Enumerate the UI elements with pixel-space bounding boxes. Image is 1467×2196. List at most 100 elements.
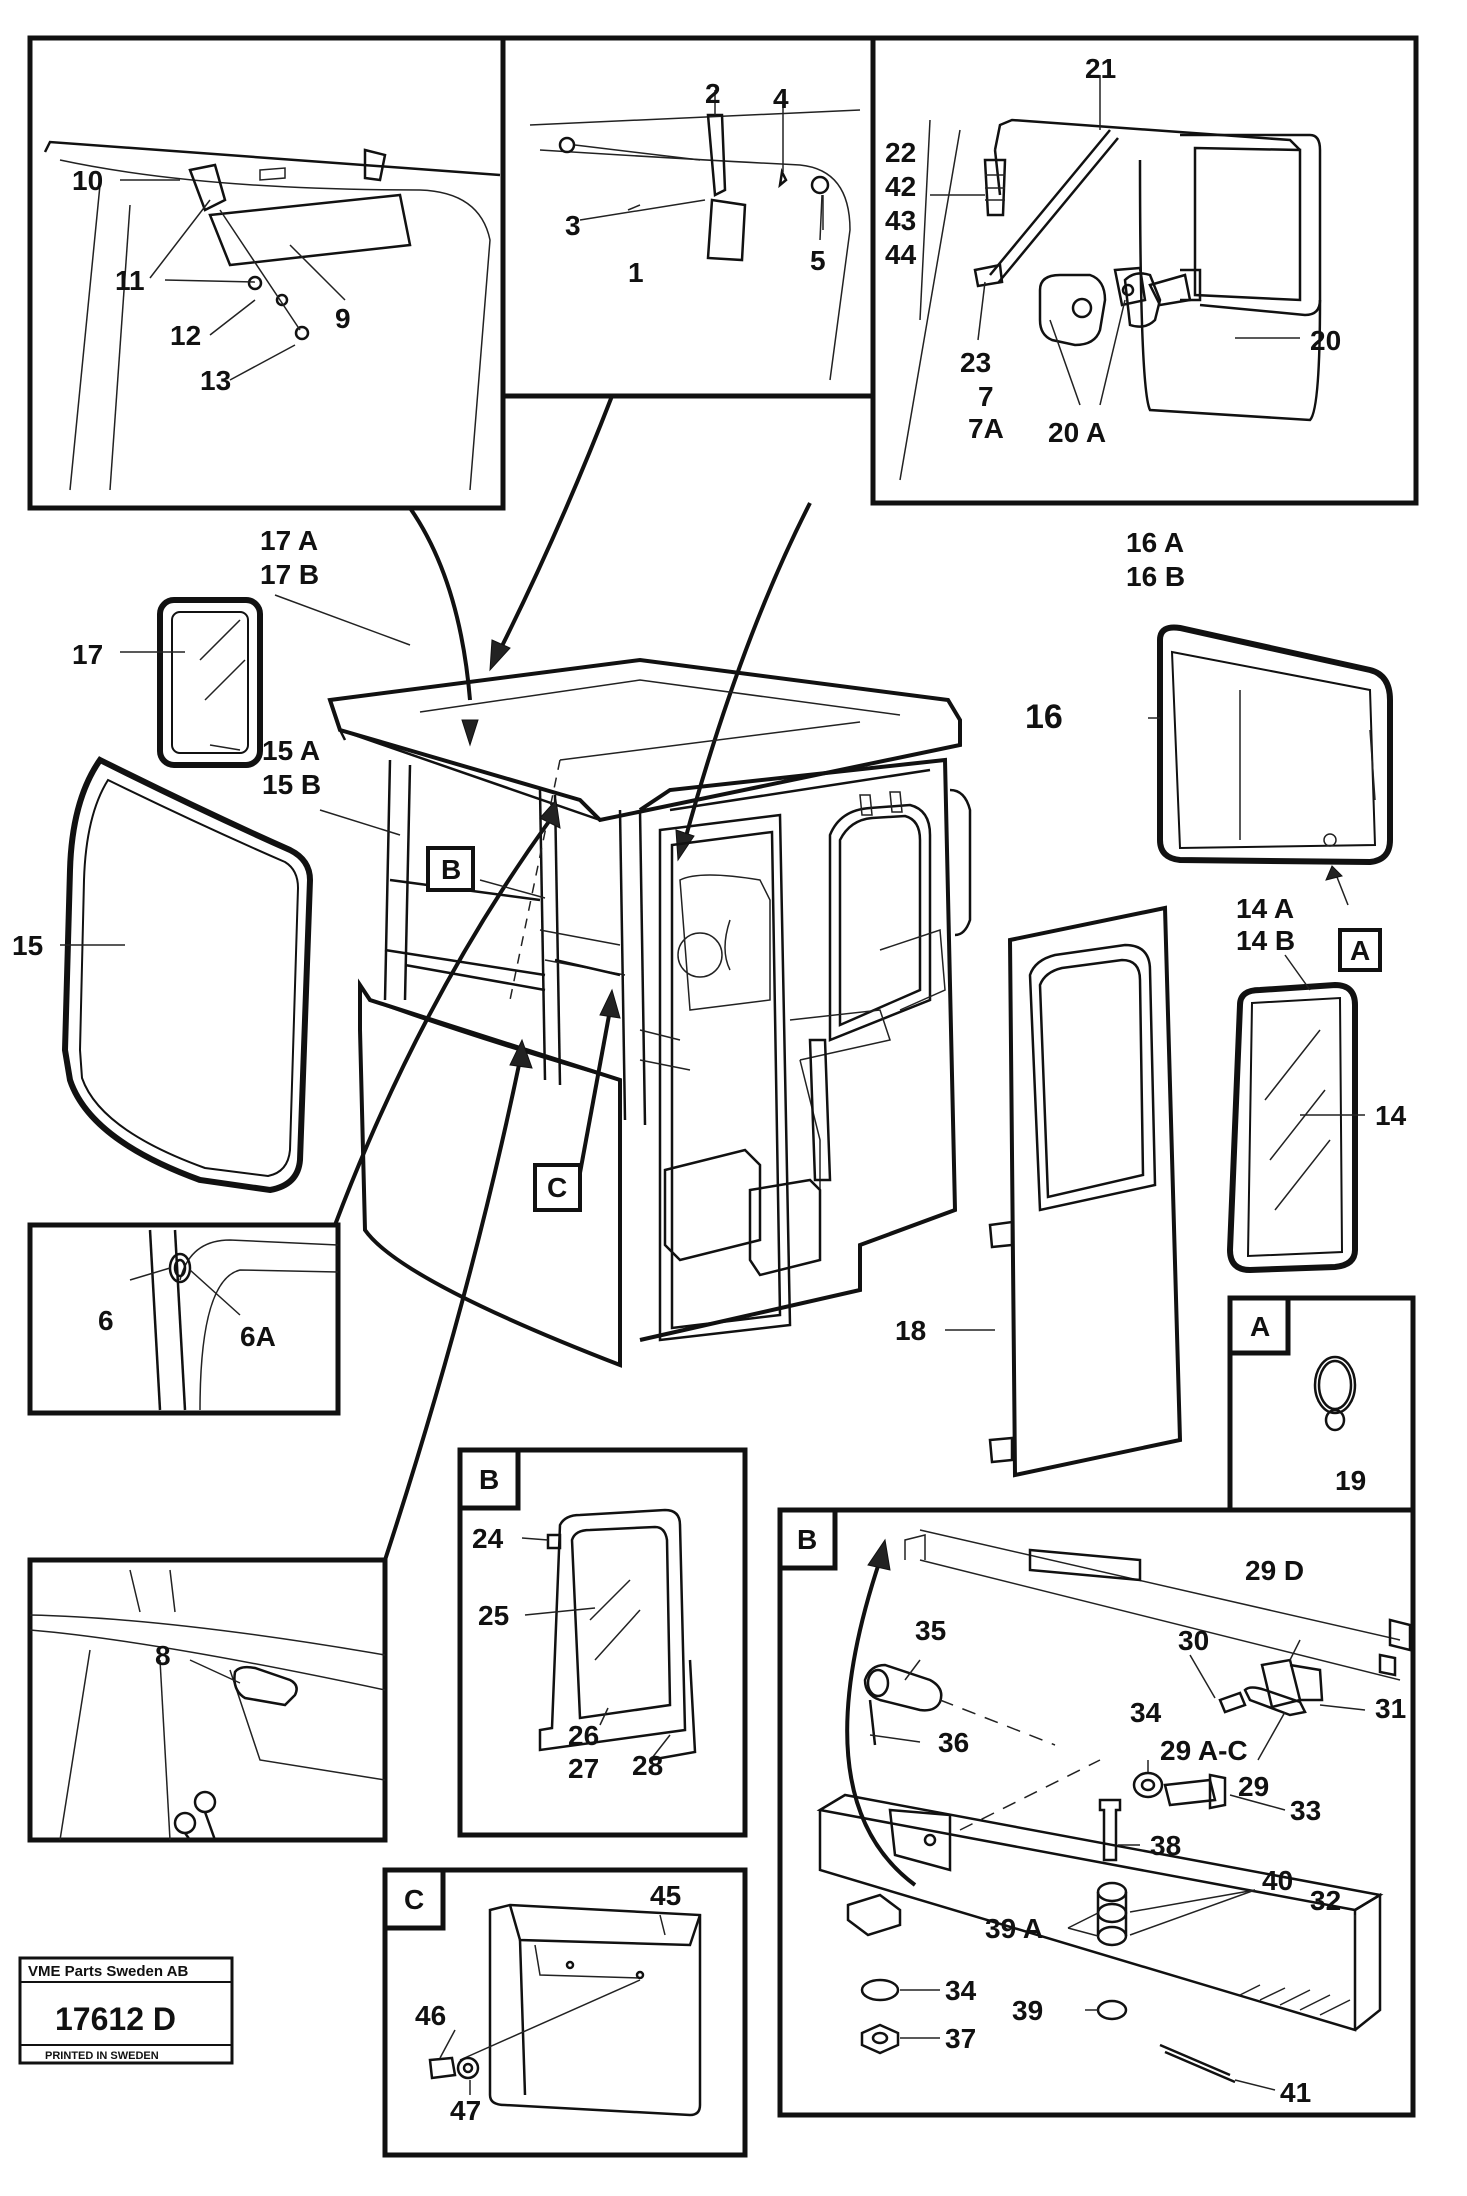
callout-46: 46 <box>415 2000 446 2031</box>
arrow-inner-mirror <box>489 639 511 672</box>
callout-13: 13 <box>200 365 231 396</box>
callout-32: 32 <box>1310 1885 1341 1916</box>
callout-28: 28 <box>632 1750 663 1781</box>
leader-inner-mirror-to-cab <box>498 395 614 651</box>
svg-text:C: C <box>547 1172 567 1203</box>
windscreen-glass-15 <box>61 756 314 1194</box>
callout-26: 26 <box>568 1720 599 1751</box>
detail-c-letter: C <box>404 1884 424 1915</box>
stamp-number: 17612 D <box>55 2001 176 2037</box>
rear-glass-16 <box>1157 624 1393 866</box>
callout-39: 39 <box>1012 1995 1043 2026</box>
section-ref-b: B <box>426 846 475 892</box>
side-glass-17 <box>157 597 263 768</box>
callout-7: 7 <box>978 381 994 412</box>
leader-dashed-roof <box>509 759 561 1001</box>
callout-5: 5 <box>810 245 826 276</box>
callout-1: 1 <box>628 257 644 288</box>
callout-14: 14 <box>1375 1100 1407 1131</box>
drawing-stamp: VME Parts Sweden AB 17612 D PRINTED IN S… <box>18 1956 234 2065</box>
section-ref-a: A <box>1338 928 1382 972</box>
detail-interior-mirror <box>500 35 876 399</box>
detail-b-window <box>457 1447 748 1838</box>
callout-8: 8 <box>155 1640 171 1671</box>
detail-b-bracket <box>777 1507 1416 2118</box>
callout-35: 35 <box>915 1615 946 1646</box>
callout-25: 25 <box>478 1600 509 1631</box>
leader-lines <box>60 75 1366 2095</box>
cab-body <box>327 657 972 1368</box>
callout-37: 37 <box>945 2023 976 2054</box>
detail-b-window-letter: B <box>479 1464 499 1495</box>
callout-18: 18 <box>895 1315 926 1346</box>
callout-20a: 20 A <box>1048 417 1106 448</box>
callout-41: 41 <box>1280 2077 1311 2108</box>
callout-40: 40 <box>1262 1865 1293 1896</box>
callout-42: 42 <box>885 171 916 202</box>
callout-43: 43 <box>885 205 916 236</box>
callout-16a: 16 A <box>1126 527 1184 558</box>
leader-visor-to-cab <box>408 506 472 701</box>
callout-6: 6 <box>98 1305 114 1336</box>
detail-8-panel <box>27 1557 388 1843</box>
callout-47: 47 <box>450 2095 481 2126</box>
door-18 <box>988 905 1183 1478</box>
callout-22: 22 <box>885 137 916 168</box>
svg-text:B: B <box>441 854 461 885</box>
callout-20: 20 <box>1310 325 1341 356</box>
callout-16: 16 <box>1025 698 1063 736</box>
callout-36: 36 <box>938 1727 969 1758</box>
callout-29: 29 <box>1238 1771 1269 1802</box>
callout-17a: 17 A <box>260 525 318 556</box>
callout-3: 3 <box>565 210 581 241</box>
callout-labels: 10 11 12 13 9 2 4 3 1 5 21 22 42 43 44 2… <box>12 53 1407 2126</box>
callout-30: 30 <box>1178 1625 1209 1656</box>
callout-6a: 6A <box>240 1321 276 1352</box>
callout-7a: 7A <box>968 413 1004 444</box>
stamp-printed: PRINTED IN SWEDEN <box>45 2050 159 2062</box>
callout-34: 34 <box>1130 1697 1162 1728</box>
door-glass-14 <box>1226 981 1358 1274</box>
callout-39a: 39 A <box>985 1913 1043 1944</box>
callout-12: 12 <box>170 320 201 351</box>
leader-cab-to-detail-8 <box>383 1059 522 1561</box>
callout-19: 19 <box>1335 1465 1366 1496</box>
callout-24: 24 <box>472 1523 504 1554</box>
arrow-visor <box>461 719 479 747</box>
callout-10: 10 <box>72 165 103 196</box>
callout-15b: 15 B <box>262 769 321 800</box>
callout-2: 2 <box>705 78 721 109</box>
detail-c-box <box>382 1867 748 2158</box>
callout-17: 17 <box>72 639 103 670</box>
section-ref-c: C <box>533 1163 582 1212</box>
callout-4: 4 <box>773 83 789 114</box>
callout-29d: 29 D <box>1245 1555 1304 1586</box>
leader-cab-to-detail-6 <box>333 818 552 1226</box>
callout-21: 21 <box>1085 53 1116 84</box>
callout-11: 11 <box>115 265 145 296</box>
callout-14b: 14 B <box>1236 925 1295 956</box>
detail-sun-visor <box>27 35 506 511</box>
callout-15: 15 <box>12 930 43 961</box>
callout-45: 45 <box>650 1880 681 1911</box>
callout-23: 23 <box>960 347 991 378</box>
callout-31: 31 <box>1375 1693 1406 1724</box>
callout-15a: 15 A <box>262 735 320 766</box>
callout-16b: 16 B <box>1126 561 1185 592</box>
callout-27: 27 <box>568 1753 599 1784</box>
detail-a-letter: A <box>1250 1311 1270 1342</box>
callout-33: 33 <box>1290 1795 1321 1826</box>
stamp-company: VME Parts Sweden AB <box>28 1963 188 1980</box>
callout-44: 44 <box>885 239 917 270</box>
callout-17b: 17 B <box>260 559 319 590</box>
detail-exterior-mirror <box>870 35 1419 506</box>
callout-29ac: 29 A-C <box>1160 1735 1248 1766</box>
detail-b-bracket-letter: B <box>797 1524 817 1555</box>
callout-9: 9 <box>335 303 351 334</box>
callout-14a: 14 A <box>1236 893 1294 924</box>
detail-6-clip <box>27 1222 341 1416</box>
svg-text:A: A <box>1350 935 1370 966</box>
callout-38: 38 <box>1150 1830 1181 1861</box>
callout-34b: 34 <box>945 1975 977 2006</box>
